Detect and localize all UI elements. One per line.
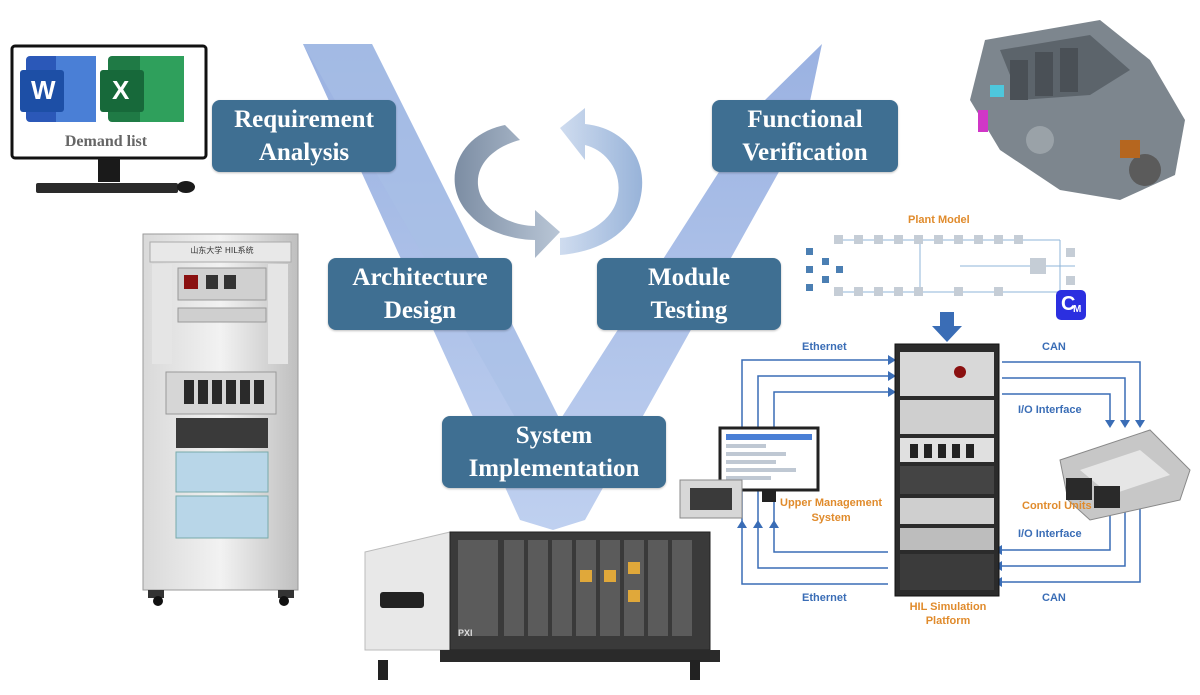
ethernet-bottom-label: Ethernet — [802, 592, 847, 604]
word-icon: W — [31, 75, 56, 105]
hil-platform-line: Platform — [925, 615, 971, 627]
step-functional-verification: Functional Verification — [712, 100, 898, 172]
cm-logo-sub: M — [1073, 304, 1082, 315]
step-line: Design — [383, 297, 457, 324]
step-module-testing: Module Testing — [597, 258, 781, 330]
pxi-label: PXI — [458, 628, 473, 638]
upper-management-line: System — [811, 512, 851, 524]
ethernet-top-label: Ethernet — [802, 341, 847, 353]
demand-list-monitor — [10, 44, 208, 193]
upper-management-pc — [679, 426, 820, 519]
step-line: Testing — [650, 297, 728, 324]
control-units-label: Control Units — [1022, 500, 1092, 512]
upper-management-label: Upper Management System — [780, 496, 882, 526]
cm-logo-letter: C — [1061, 293, 1076, 315]
step-line: Verification — [742, 139, 868, 166]
io-interface-bottom-label: I/O Interface — [1018, 528, 1082, 540]
signal-arrowheads — [737, 355, 1145, 587]
step-line: System — [515, 422, 593, 449]
hil-platform-line: HIL Simulation — [909, 601, 987, 613]
control-unit-icon — [1059, 429, 1191, 521]
step-line: Architecture — [352, 264, 488, 291]
hil-platform-label: HIL Simulation Platform — [894, 600, 1002, 628]
step-line: Analysis — [258, 139, 350, 166]
cabinet-label: 山东大学 HIL系统 — [190, 246, 254, 255]
io-interface-top-label: I/O Interface — [1018, 404, 1082, 416]
step-line: Requirement — [234, 106, 374, 133]
hil-cabinet-left — [142, 233, 299, 606]
upper-management-line: Upper Management — [780, 497, 883, 509]
step-line: Module — [648, 264, 730, 291]
cm-logo: C M — [1056, 290, 1086, 320]
step-requirement-analysis: Requirement Analysis — [212, 100, 396, 172]
pxi-chassis — [364, 531, 720, 680]
can-bottom-label: CAN — [1042, 592, 1066, 604]
cycle-arrows-icon — [454, 108, 643, 258]
demand-list-caption: Demand list — [64, 133, 148, 150]
step-system-implementation: System Implementation — [442, 416, 666, 488]
plant-model-schematic — [800, 230, 1080, 342]
step-line: Functional — [747, 106, 863, 133]
can-top-label: CAN — [1042, 341, 1066, 353]
step-line: Implementation — [468, 455, 640, 482]
engine-icon — [970, 20, 1185, 200]
hil-platform-cabinet — [894, 343, 1000, 597]
excel-icon: X — [112, 75, 130, 105]
plant-model-label: Plant Model — [908, 214, 970, 226]
step-architecture-design: Architecture Design — [328, 258, 512, 330]
